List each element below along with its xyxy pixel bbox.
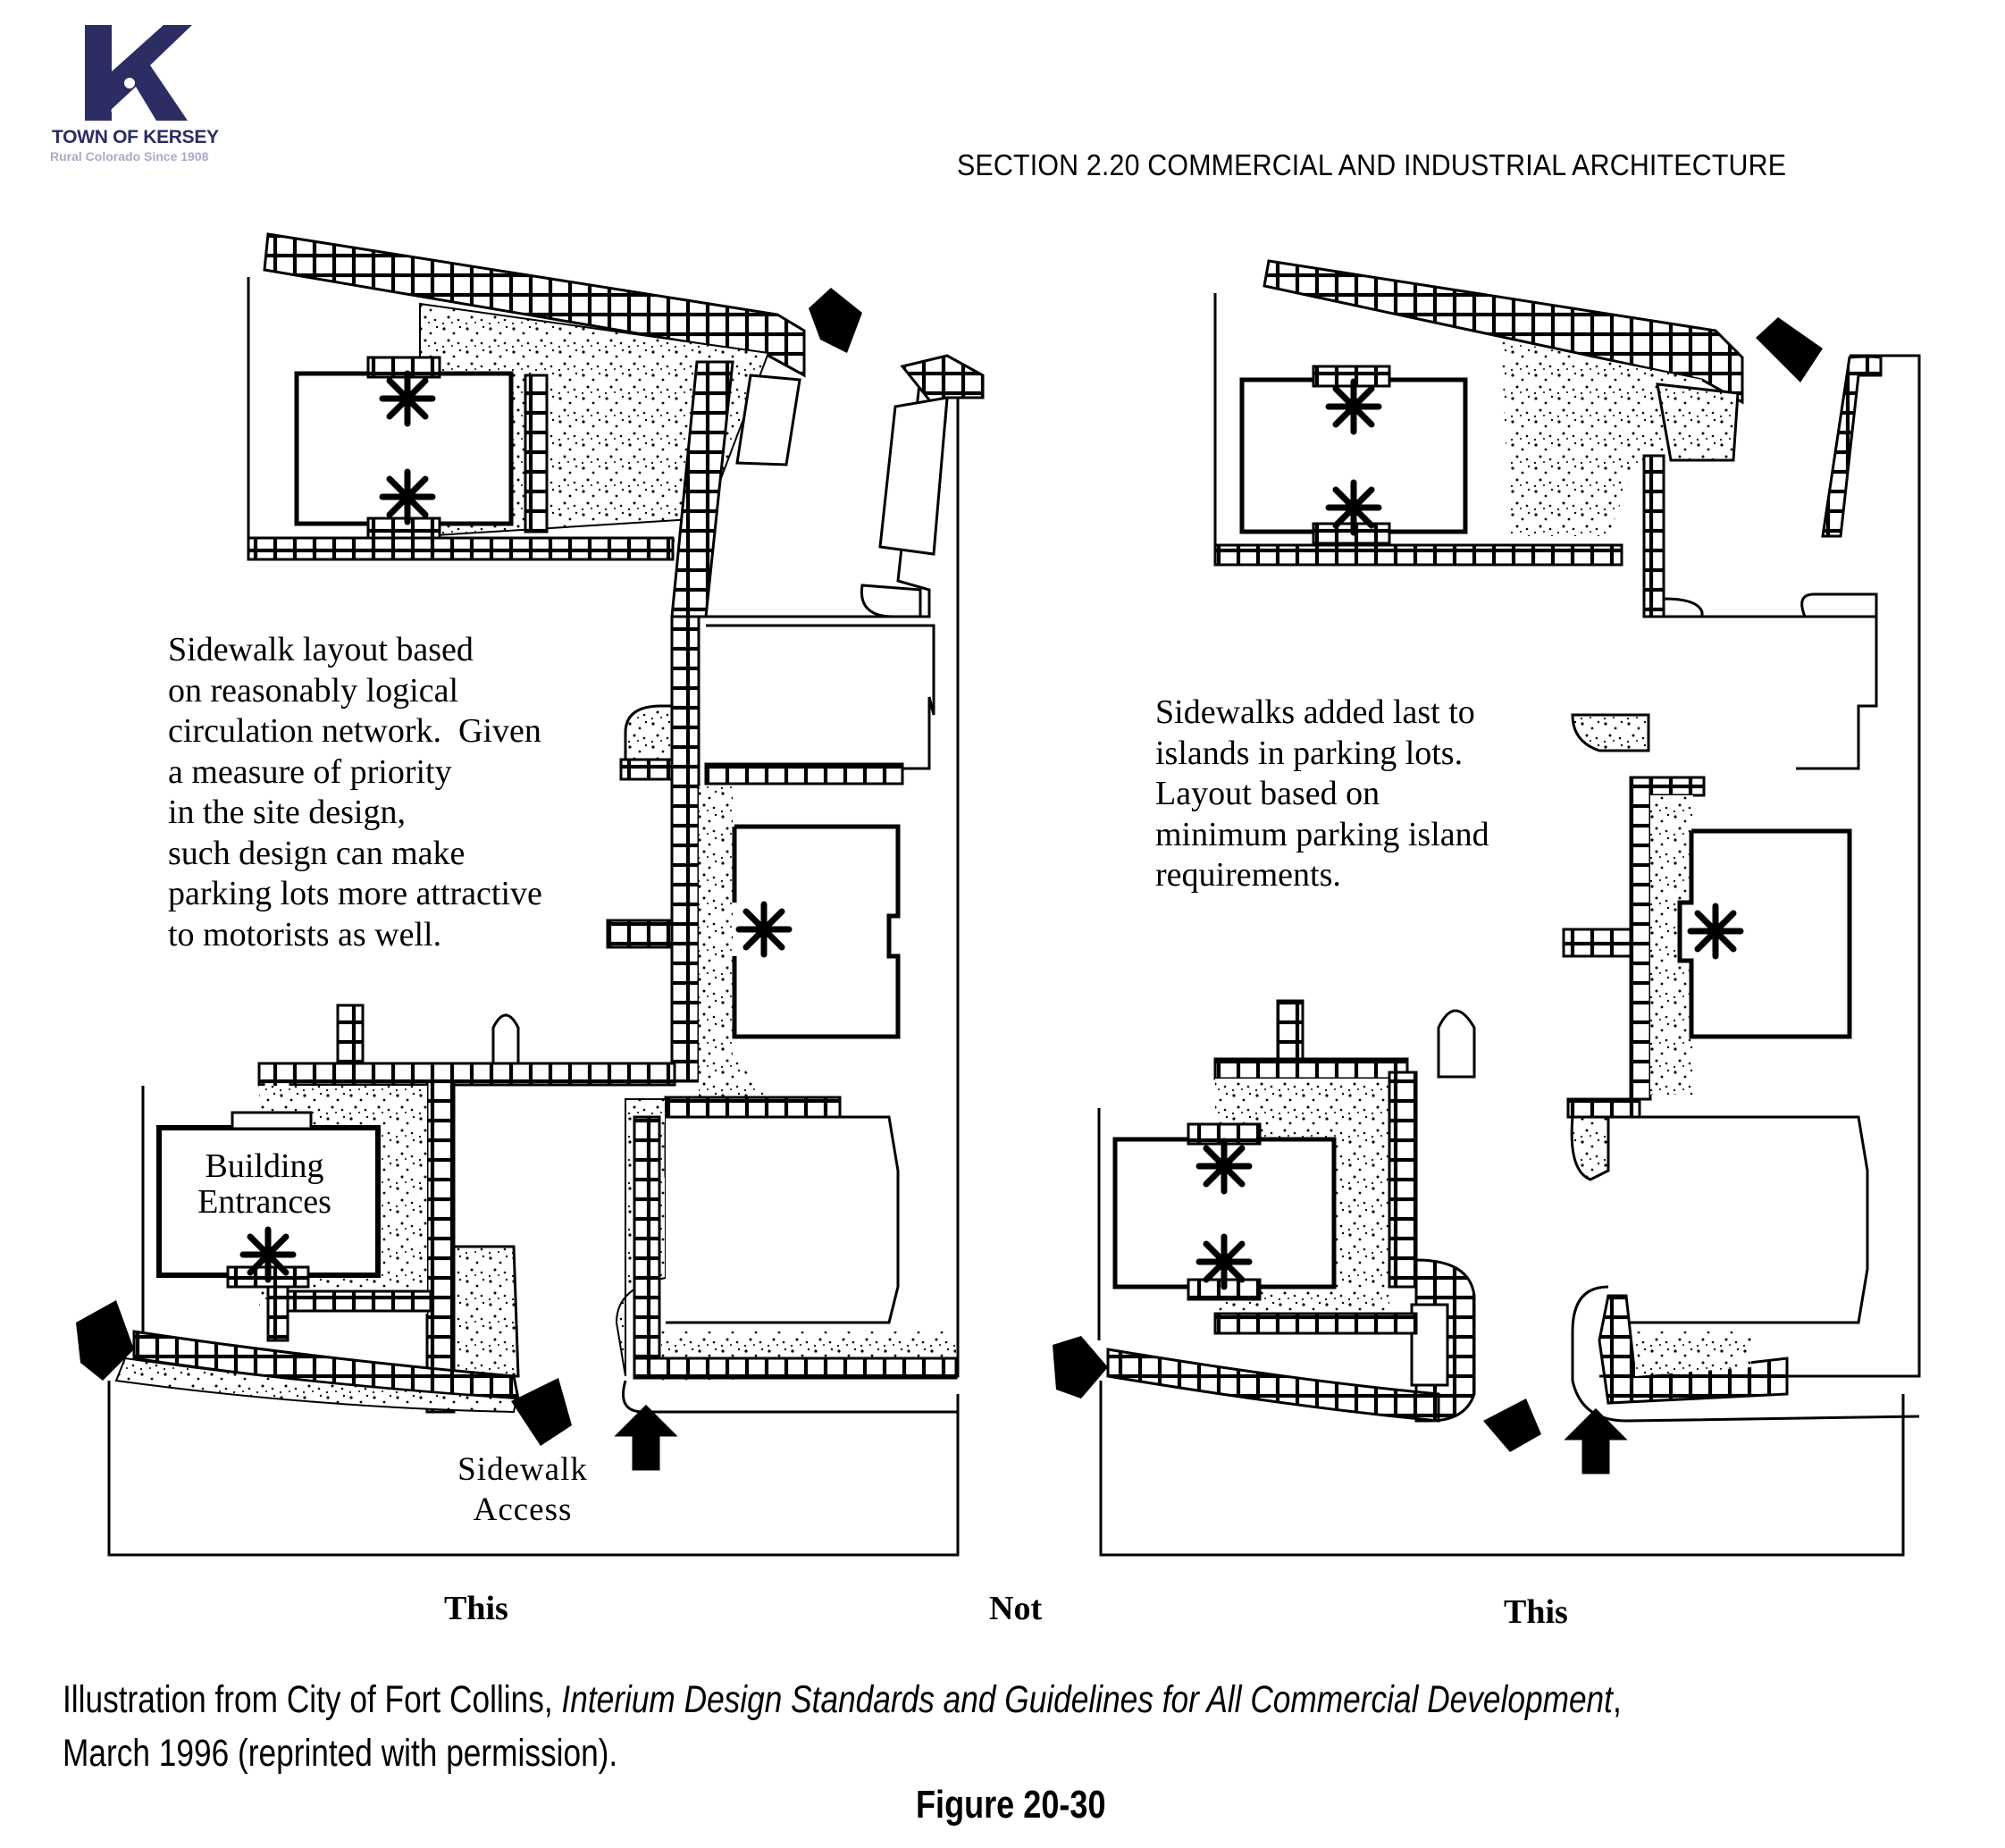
- right-panel-note: Sidewalks added last to islands in parki…: [1155, 693, 1489, 896]
- entrance-icon: [739, 904, 789, 954]
- caption-prefix: Illustration from City of Fort Collins,: [63, 1678, 562, 1721]
- label-line: Building: [205, 1147, 324, 1185]
- label-line: Access: [473, 1491, 573, 1528]
- planter-island: [735, 374, 801, 466]
- verdict-left: This: [444, 1590, 508, 1627]
- note-line: to motorists as well.: [168, 915, 442, 953]
- note-line: Sidewalk layout based: [168, 631, 474, 668]
- entrance-icon: [1329, 382, 1379, 432]
- verdict-middle: Not: [989, 1590, 1043, 1627]
- top-sidewalk-right: [1263, 259, 1744, 405]
- entrance-icon: [1199, 1237, 1249, 1287]
- note-line: circulation network. Given: [168, 712, 541, 750]
- caption-suffix: ,: [1612, 1678, 1622, 1721]
- building-east: [732, 824, 901, 1039]
- caption-source-title: Interium Design Standards and Guidelines…: [561, 1678, 1613, 1721]
- right-site-plan: [1053, 259, 1921, 1557]
- access-arrow-icon: [76, 288, 862, 1471]
- street-outline: [107, 1381, 960, 1557]
- entrance-icon: [382, 472, 432, 522]
- caption-line-1: Illustration from City of Fort Collins, …: [63, 1678, 1622, 1722]
- entrance-icon: [243, 1230, 293, 1280]
- entrance-icon: [1690, 906, 1741, 956]
- logo-tagline: Rural Colorado Since 1908: [50, 149, 209, 164]
- sidewalk-access-label: Sidewalk Access: [429, 1449, 617, 1530]
- kersey-k-logo-icon: [85, 25, 192, 121]
- note-line: parking lots more attractive: [168, 875, 542, 912]
- building-southeast: [666, 1115, 900, 1324]
- entrance-icon: [382, 374, 432, 424]
- verdict-right: This: [1504, 1593, 1568, 1631]
- label-line: Sidewalk: [457, 1451, 588, 1488]
- section-title: SECTION 2.20 COMMERCIAL AND INDUSTRIAL A…: [957, 148, 1787, 181]
- note-line: islands in parking lots.: [1155, 734, 1464, 772]
- south-sidewalk-right: [1106, 1348, 1440, 1423]
- left-site-plan: [76, 232, 985, 1557]
- label-line: Entrances: [197, 1183, 331, 1221]
- note-line: Sidewalks added last to: [1155, 693, 1475, 731]
- note-line: a measure of priority: [168, 752, 452, 791]
- top-sidewalk: [263, 232, 806, 378]
- logo-title: TOWN OF KERSEY: [52, 127, 219, 147]
- entrance-icon: [1329, 483, 1379, 533]
- note-line: requirements.: [1155, 856, 1341, 894]
- note-line: Layout based on: [1155, 775, 1380, 812]
- access-arrow-icon: [1053, 317, 1823, 1474]
- note-line: minimum parking island: [1155, 815, 1489, 853]
- street-outline-right: [1099, 1381, 1905, 1557]
- left-panel-note: Sidewalk layout based on reasonably logi…: [168, 630, 542, 955]
- building-east-right: [1677, 828, 1852, 1039]
- note-line: such design can make: [168, 834, 466, 872]
- caption-line-2: March 1996 (reprinted with permission).: [63, 1732, 618, 1775]
- figure-number: Figure 20-30: [916, 1783, 1106, 1827]
- building-entrances-label: Building Entrances: [175, 1148, 354, 1220]
- town-logo: [80, 22, 197, 128]
- note-line: on reasonably logical: [168, 671, 459, 710]
- note-line: in the site design,: [168, 794, 406, 831]
- main-sidewalk: [670, 615, 700, 1083]
- entrance-icon: [1199, 1141, 1249, 1191]
